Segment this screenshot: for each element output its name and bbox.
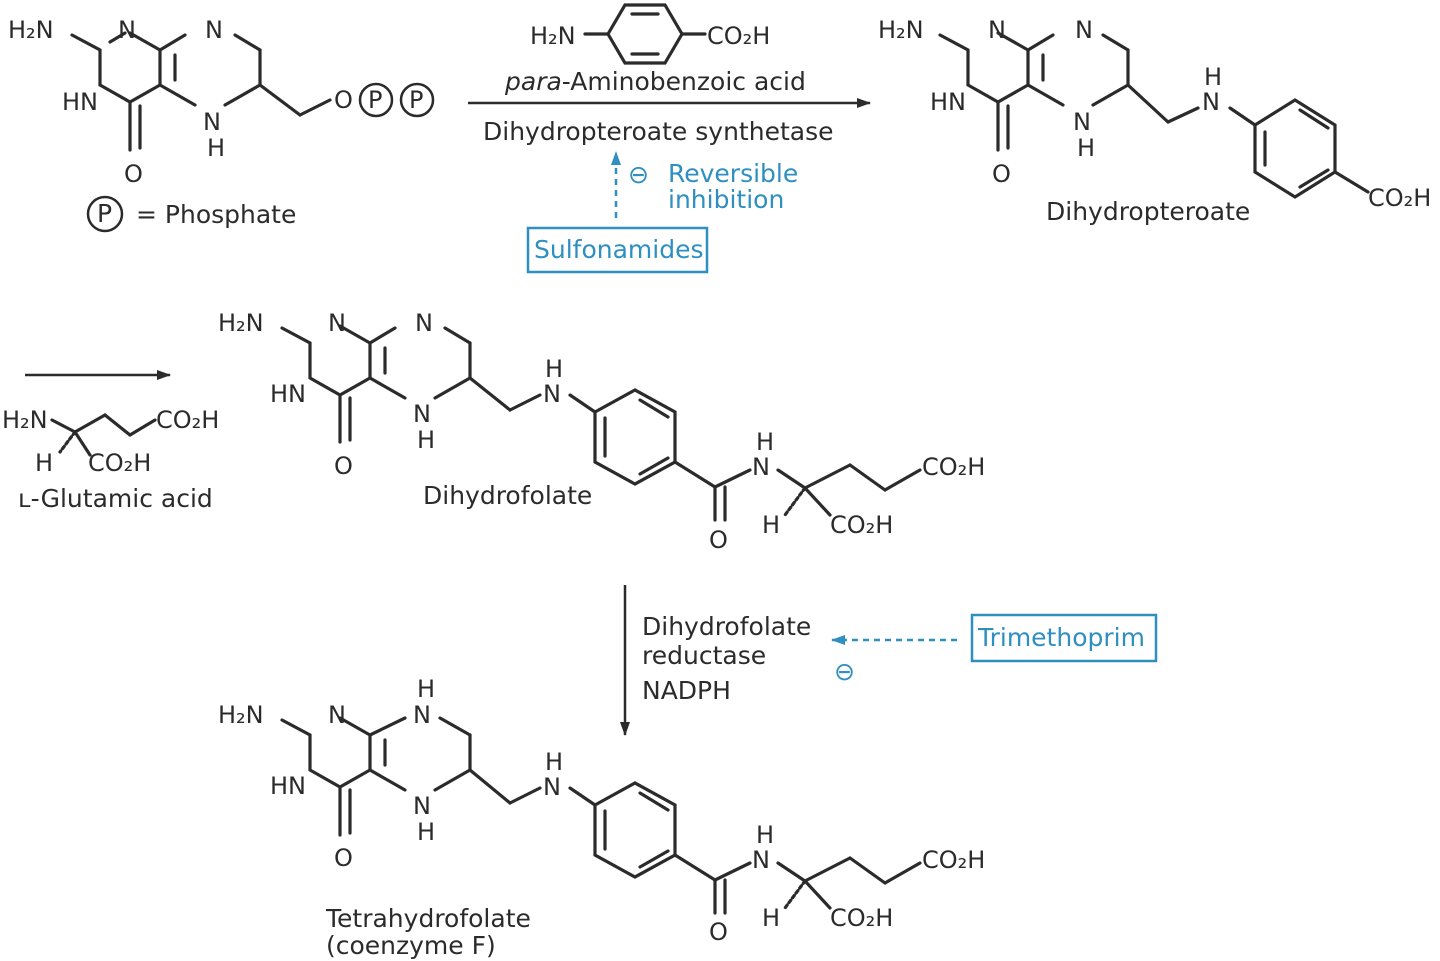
atom-label: O (709, 526, 728, 554)
atom-label: H (417, 675, 435, 703)
tetrahydrofolate-label-line2: (coenzyme F) (326, 931, 496, 960)
atom-label: CO₂H (1368, 184, 1431, 212)
atom-label: O (334, 844, 353, 872)
atom-label: HN (930, 88, 966, 116)
dihydropteroate-label: Dihydropteroate (1046, 197, 1250, 226)
atom-label: CO₂H (707, 22, 770, 50)
atom-label: CO₂H (88, 449, 151, 477)
atom-label: H (1204, 63, 1222, 91)
phosphate-legend-text: = Phosphate (136, 200, 296, 229)
atom-label: H (417, 426, 435, 454)
atom-label: H (545, 355, 563, 383)
atom-label: N (413, 400, 431, 428)
atom-label: H (756, 428, 774, 456)
atom-label: N (1075, 16, 1093, 44)
trimethoprim-label: Trimethoprim (977, 623, 1145, 652)
atom-label: N (752, 453, 770, 481)
atom-label: H (545, 748, 563, 776)
trimethoprim-box (970, 613, 1158, 663)
phosphate-symbol: P (409, 86, 423, 114)
atom-label: N (328, 701, 346, 729)
dihydrofolate-label: Dihydrofolate (423, 481, 592, 510)
tetrahydrofolate-label-line1: Tetrahydrofolate (325, 904, 531, 933)
dhfr-label-line2: reductase (642, 641, 766, 670)
atom-label: N (543, 380, 561, 408)
atom-label: CO₂H (830, 904, 893, 932)
atom-label: N (415, 309, 433, 337)
atom-label: H (756, 821, 774, 849)
atom-label: H₂N (530, 22, 576, 50)
atom-label: H (417, 818, 435, 846)
atom-label: H₂N (218, 701, 264, 729)
atom-label: N (988, 16, 1006, 44)
atom-label: H₂N (8, 16, 54, 44)
trimethoprim-minus-icon: ⊖ (834, 657, 855, 686)
sulfonamide-minus-icon: ⊖ (628, 160, 649, 189)
atom-label: O (992, 160, 1011, 188)
glutamic-acid-structure: H₂N CO₂H H CO₂H (2, 406, 219, 477)
atom-label: CO₂H (156, 406, 219, 434)
atom-label: CO₂H (922, 846, 985, 874)
dihydrofolate-structure: H₂N N N HN N H O H N O H N CO₂H H CO₂H (218, 309, 985, 554)
atom-label: N (1202, 88, 1220, 116)
paba-label: para-Aminobenzoic acid (504, 67, 806, 96)
atom-label: HN (270, 380, 306, 408)
nadph-label: NADPH (642, 676, 731, 705)
atom-label: H (207, 134, 225, 162)
atom-label: CO₂H (922, 453, 985, 481)
phosphate-legend: P = Phosphate (86, 195, 296, 233)
atom-label: N (413, 701, 431, 729)
sulfonamides-label: Sulfonamides (534, 235, 704, 264)
atom-label: HN (62, 88, 98, 116)
sulfonamides-box (526, 226, 709, 274)
atom-label: O (124, 160, 143, 188)
atom-label: N (752, 846, 770, 874)
phosphate-symbol: P (368, 86, 382, 114)
paba-label-prefix: para (504, 67, 562, 96)
atom-label: H₂N (2, 406, 48, 434)
atom-label: O (709, 918, 728, 946)
atom-label: H (762, 904, 780, 932)
atom-label: CO₂H (830, 511, 893, 539)
dhfr-label-line1: Dihydrofolate (642, 612, 811, 641)
atom-label: H (35, 449, 53, 477)
pterin-diphosphate-structure: H₂N N N HN N H O O P P (8, 16, 435, 188)
atom-label: H₂N (878, 16, 924, 44)
dhps-enzyme-label: Dihydropteroate synthetase (483, 117, 833, 146)
atom-label: N (203, 108, 221, 136)
glutamic-acid-label: ʟ-Glutamic acid (18, 484, 213, 513)
atom-label: N (543, 773, 561, 801)
paba-label-suffix: -Aminobenzoic acid (562, 67, 806, 96)
atom-label: H (762, 511, 780, 539)
tetrahydrofolate-structure: H₂N N H N HN N H O H N O H N CO₂H H CO₂H (218, 675, 985, 946)
atom-label: O (334, 452, 353, 480)
atom-label: H (1077, 134, 1095, 162)
atom-label: N (118, 16, 136, 44)
atom-label: N (413, 792, 431, 820)
phosphate-symbol: P (97, 199, 112, 228)
atom-label: N (328, 309, 346, 337)
atom-label: HN (270, 772, 306, 800)
atom-label: N (1073, 108, 1091, 136)
atom-label: N (205, 16, 223, 44)
atom-label: O (334, 86, 353, 114)
atom-label: H₂N (218, 309, 264, 337)
inhibition-label-line2: inhibition (668, 185, 784, 214)
inhibition-label-line1: Reversible (668, 159, 798, 188)
paba-structure: H₂N CO₂H (530, 3, 770, 65)
dihydropteroate-structure: H₂N N N HN N H O H N CO₂H (878, 16, 1431, 212)
